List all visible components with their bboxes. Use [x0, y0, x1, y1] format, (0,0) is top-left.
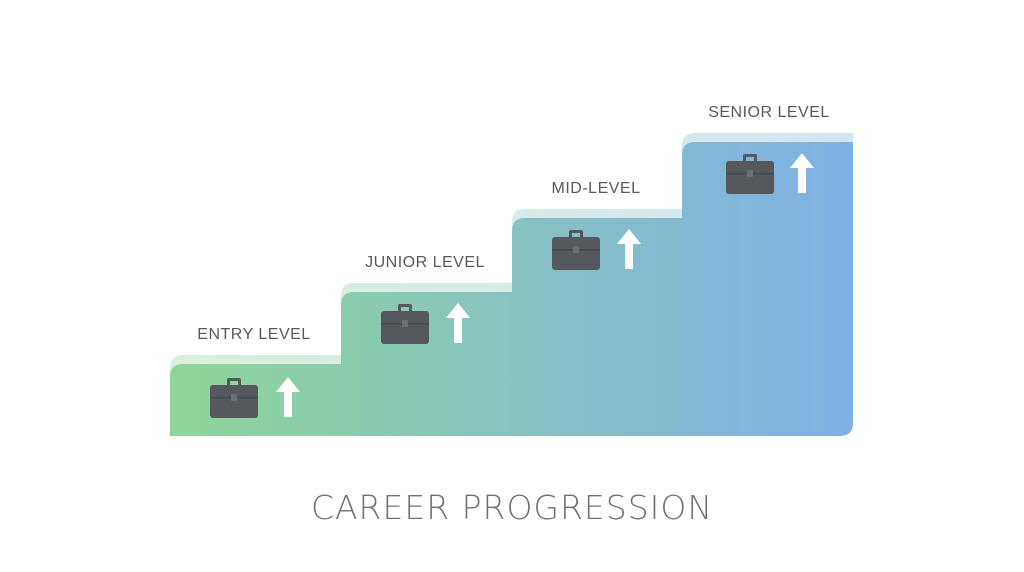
briefcase-icon	[210, 378, 258, 418]
staircase-body	[170, 142, 853, 436]
step-label-senior: SENIOR LEVEL	[708, 104, 830, 121]
up-arrow-icon	[617, 229, 641, 269]
briefcase-icon	[552, 230, 600, 270]
step-label-mid: MID-LEVEL	[551, 180, 641, 197]
page-title: CAREER PROGRESSION	[310, 488, 714, 527]
briefcase-icon	[726, 154, 774, 194]
step-label-entry: ENTRY LEVEL	[197, 326, 311, 343]
briefcase-icon	[381, 304, 429, 344]
up-arrow-icon	[790, 153, 814, 193]
up-arrow-icon	[446, 303, 470, 343]
up-arrow-icon	[276, 377, 300, 417]
step-label-junior: JUNIOR LEVEL	[365, 254, 485, 271]
